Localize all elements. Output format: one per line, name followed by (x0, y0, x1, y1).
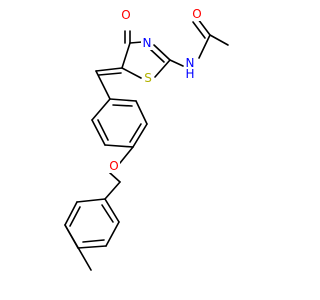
bond-ring1-6 (109, 98, 137, 102)
bond-ring1-inner-c (112, 104, 133, 107)
bond-ring1-inner-b (129, 123, 142, 143)
bond-s1-c2 (154, 59, 171, 78)
svg-text:O: O (109, 159, 118, 173)
svg-text:N: N (143, 36, 152, 50)
bond-n-c2 (169, 59, 184, 67)
bond-ring2-inner-c (101, 204, 114, 223)
bond-c5-s1 (121, 67, 142, 79)
atom-labels: O N H O N S O (108, 7, 203, 173)
amide-nh-label: N H (184, 56, 196, 81)
bond-ring1-inner-a (97, 119, 109, 141)
bond-c2-n3-a (153, 44, 171, 61)
ether-oxygen-label: O (108, 159, 120, 173)
bond-ring1-1 (91, 98, 111, 121)
bond-n3-c4 (129, 41, 143, 44)
svg-text:S: S (144, 71, 152, 85)
svg-text:N: N (186, 56, 195, 70)
bond-ch-aryl (95, 70, 111, 100)
bond-ring2-1 (76, 198, 106, 203)
molecule-structure: O N H O N S O (64, 7, 229, 271)
bond-carbonyl-o-b (192, 21, 206, 39)
bond-c2-n3-b (149, 48, 165, 63)
ring-carbonyl-oxygen-label: O (120, 8, 132, 22)
bond-ring2-methyl (64, 224, 92, 271)
svg-text:H: H (185, 67, 194, 81)
bond-ring1-o (119, 146, 134, 164)
bond-ring2-6 (104, 198, 120, 223)
bond-o-ch2 (109, 172, 121, 183)
svg-text:O: O (192, 7, 201, 21)
bond-ring2-5 (105, 221, 120, 247)
bond-c4-c5 (121, 42, 131, 69)
bond-exo-double-a (95, 67, 123, 72)
bond-ch2-ring2 (104, 181, 121, 200)
bond-ring2-2 (64, 201, 78, 226)
bond-ring2-4 (77, 245, 107, 249)
bond-ring1-4 (132, 123, 148, 148)
bond-ring1-5 (135, 100, 148, 125)
bond-exo-double-b (98, 72, 122, 76)
bond-ring1-2 (91, 119, 106, 146)
svg-text:O: O (121, 8, 130, 22)
ring-nitrogen-label: N (141, 36, 153, 50)
bond-ring2-inner-a (69, 206, 81, 227)
bond-ring1-3 (104, 144, 134, 148)
acetyl-oxygen-label: O (191, 7, 203, 21)
bonds (64, 18, 229, 271)
ring-sulfur-label: S (142, 71, 154, 85)
bond-carbonyl-n (198, 34, 211, 59)
bond-methyl-carbonyl (209, 34, 229, 46)
bond-ring2-inner-b (82, 239, 105, 243)
bond-carbonyl-o-a (197, 18, 211, 36)
